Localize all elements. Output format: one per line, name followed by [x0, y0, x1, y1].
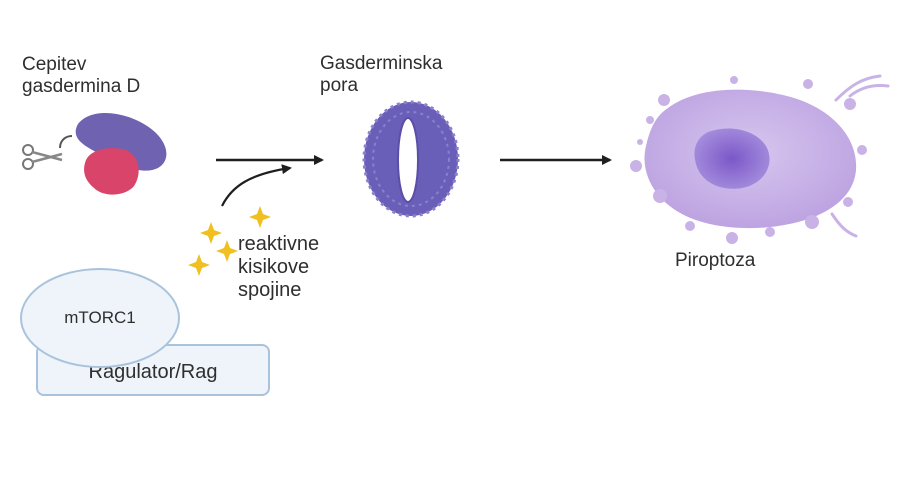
- gasdermin-pore: [362, 100, 460, 218]
- gasdermin-d-protein: [59, 112, 167, 195]
- sparkle-icon: [188, 206, 271, 276]
- pore-label: Gasderminska pora: [320, 53, 443, 97]
- cleavage-label-line1: Cepitev: [22, 54, 87, 75]
- arrow-ros-to-pore: [221, 164, 292, 207]
- ros-label-line3: spojine: [238, 279, 302, 301]
- mtorc1-complex: mTORC1: [20, 268, 180, 368]
- pore-label-line2: pora: [320, 75, 359, 96]
- cleavage-label: Cepitev gasdermina D: [22, 54, 140, 98]
- ros-label-line1: reaktivne: [238, 233, 320, 255]
- cleavage-label-line2: gasdermina D: [22, 76, 141, 97]
- ros-label-line2: kisikove: [238, 256, 310, 278]
- pyroptosis-label: Piroptoza: [675, 250, 756, 271]
- scissors-icon: [22, 144, 63, 170]
- mtorc1-label: mTORC1: [64, 308, 136, 327]
- pyroptotic-cell: [630, 74, 890, 244]
- ros-label: reaktivne kisikove spojine: [238, 233, 319, 302]
- pore-label-line1: Gasderminska: [320, 53, 443, 74]
- ragulator-label: Ragulator/Rag: [88, 361, 218, 383]
